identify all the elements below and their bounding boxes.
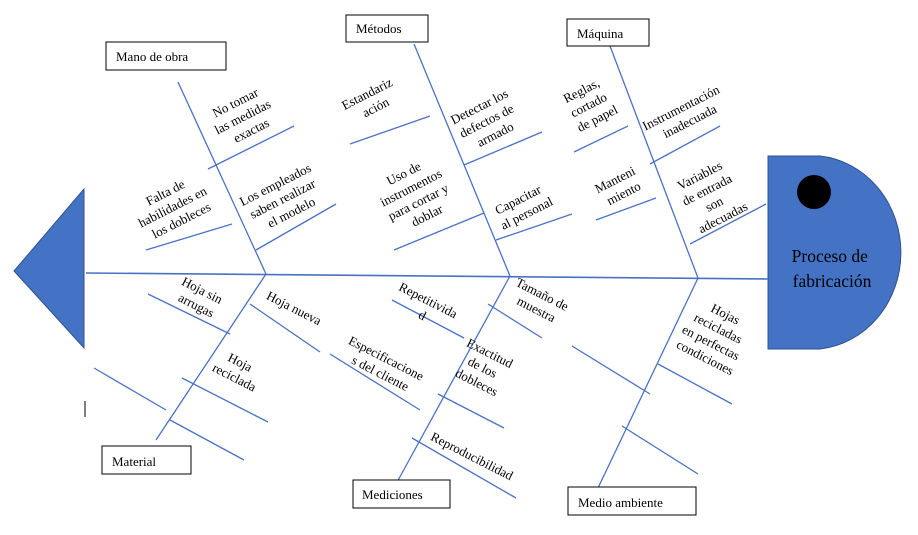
subbone-hoja-nueva	[249, 303, 321, 353]
subbone-detectar	[463, 131, 543, 166]
cause-reglas: Reglas, cortado de papel	[560, 73, 621, 135]
subbone-instrumentacion	[649, 125, 721, 165]
category-medio-ambiente: Medio ambiente	[567, 486, 697, 516]
cause-repetitividad: Repetitivida d	[389, 279, 463, 337]
spine	[85, 272, 769, 280]
subbone-variables	[689, 203, 767, 245]
cause-mantenimiento: Manteni miento	[592, 162, 648, 211]
subbone-empty-2	[169, 419, 245, 461]
category-mediciones: Mediciones	[352, 479, 451, 509]
category-maquina: Máquina	[566, 18, 650, 47]
category-mano-de-obra: Mano de obra	[105, 41, 227, 71]
subbone-tamano	[487, 303, 543, 339]
bone-metodos	[413, 43, 511, 277]
cause-no-tomar: No tomar las medidas exactas	[205, 80, 284, 151]
subbone-repetitividad	[391, 299, 465, 339]
bone-mediciones	[395, 275, 511, 485]
subbone-hoja-sin-arrugas	[147, 293, 231, 335]
subbone-hojas-recicladas	[657, 363, 733, 405]
cause-especificaciones: Especificacione s del cliente	[339, 333, 429, 399]
cause-reproducibilidad: Reproducibilidad	[428, 429, 516, 484]
bone-mano-de-obra	[177, 81, 267, 275]
category-label: Métodos	[356, 21, 402, 36]
cause-hoja-sin-arrugas: Hoja sin arrugas	[172, 274, 228, 323]
subbone-reproducibilidad	[411, 437, 517, 499]
cause-uso-instrumentos: Uso de instrumentos para cortar y doblar	[370, 150, 461, 238]
cause-hoja-nueva: Hoja nueva	[264, 288, 324, 329]
subbone-empty-1	[93, 367, 167, 411]
subbone-uso-instrumentos	[393, 212, 485, 251]
cause-exactitud-dobleces: Exactitud de los dobleces	[450, 335, 519, 401]
subbone-no-tomar	[207, 125, 295, 170]
category-label: Mediciones	[362, 487, 423, 502]
category-label: Medio ambiente	[578, 495, 663, 510]
subbone-empleados	[255, 203, 337, 251]
subbone-mantenimiento	[595, 197, 657, 221]
cause-falta-habilidades: Falta de habilidades en los dobleces	[129, 167, 220, 244]
bone-medio-ambiente	[597, 277, 699, 489]
effect-label: Proceso de fabricación	[792, 246, 873, 291]
cause-detectar-defectos: Detectar los defectos de armado	[448, 84, 528, 156]
cause-hoja-reciclada: Hoja reciclada	[210, 346, 266, 395]
subbone-exactitud	[437, 393, 505, 429]
subbone-empty-3	[571, 345, 651, 395]
subbone-especificaciones	[329, 353, 421, 411]
subbone-estandarizacion	[349, 115, 431, 145]
category-metodos: Métodos	[345, 14, 429, 43]
subbone-empty-4	[621, 425, 699, 475]
category-material: Material	[101, 445, 192, 475]
cause-empleados-modelo: Los empleados saben realizar el modelo	[237, 159, 331, 238]
cause-instrumentacion: Instrumentación inadecuada	[640, 80, 732, 147]
category-label: Mano de obra	[116, 49, 188, 64]
cause-hojas-recicladas: Hojas recicladas en perfectas condicione…	[672, 293, 759, 379]
cause-variables-entrada: Variables de entrada son adecuadas	[672, 155, 751, 237]
cause-capacitar: Capacitar al personal	[491, 179, 556, 233]
subbone-hoja-reciclada	[181, 377, 269, 423]
subbone-capacitar	[495, 213, 573, 241]
subbone-reglas	[573, 125, 629, 153]
category-label: Material	[112, 454, 156, 469]
subbone-falta-habilidades	[145, 223, 233, 251]
cause-estandarizacion: Estandariz ación	[339, 73, 405, 127]
category-label: Máquina	[577, 26, 623, 41]
fish-head	[767, 155, 902, 350]
fish-eye	[797, 175, 831, 209]
bone-material	[155, 273, 267, 441]
fish-tail	[13, 187, 85, 350]
